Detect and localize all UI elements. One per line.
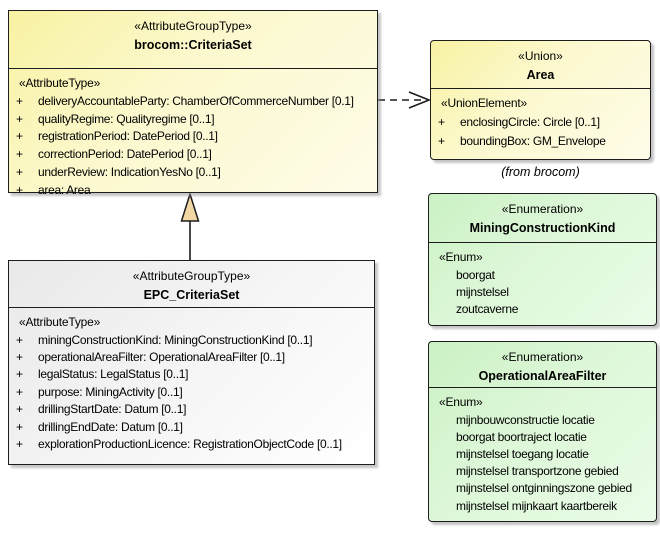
attribute-row: + underReview: IndicationYesNo [0..1]	[9, 163, 377, 181]
attribute-text: deliveryAccountableParty: ChamberOfComme…	[38, 93, 354, 108]
attribute-text: drillingStartDate: Datum [0..1]	[38, 402, 187, 417]
visibility-plus: +	[16, 350, 23, 365]
section-stereotype-label: «Enum»	[439, 395, 483, 409]
visibility-plus: +	[438, 114, 445, 129]
visibility-plus: +	[16, 147, 23, 162]
attribute-row: + purpose: MiningActivity [0..1]	[9, 383, 374, 400]
visibility-plus: +	[16, 419, 23, 434]
attribute-row: + deliveryAccountableParty: ChamberOfComm…	[9, 92, 377, 110]
attribute-row: + enclosingCircle: Circle [0..1]	[431, 112, 650, 131]
class-box-area-union: «Union» Area «UnionElement» + enclosingCi…	[430, 40, 651, 160]
attribute-text: purpose: MiningActivity [0..1]	[38, 384, 183, 399]
attribute-row: + operationalAreaFilter: OperationalAreaF…	[9, 348, 374, 365]
class-name: Area	[526, 68, 555, 82]
enum-literal: mijnstelsel ontginningszone gebied	[456, 481, 632, 496]
enumeration-header: «Enumeration» OperationalAreaFilter	[429, 342, 656, 388]
class-header: «AttributeGroupType» EPC_CriteriaSet	[9, 261, 374, 308]
enumeration-name: OperationalAreaFilter	[478, 369, 607, 383]
section-stereotype-label: «AttributeType»	[19, 76, 101, 90]
enum-literal: mijnstelsel mijnkaart kaartbereik	[456, 498, 617, 513]
attribute-text: registrationPeriod: DatePeriod [0..1]	[38, 129, 218, 144]
visibility-plus: +	[16, 384, 23, 399]
enum-compartment: «Enum» mijnbouwconstructie locatie boorg…	[429, 388, 656, 514]
attribute-row: + legalStatus: LegalStatus [0..1]	[9, 366, 374, 383]
section-stereotype-label: «AttributeType»	[19, 315, 101, 329]
attribute-row: + drillingStartDate: Datum [0..1]	[9, 401, 374, 418]
visibility-plus: +	[16, 437, 23, 452]
attribute-row: + boundingBox: GM_Envelope	[431, 131, 650, 150]
attribute-row: + area: Area	[9, 181, 377, 199]
class-name: brocom::CriteriaSet	[134, 38, 252, 52]
stereotype-label: «Union»	[518, 49, 563, 63]
stereotype-label: «Enumeration»	[501, 202, 584, 216]
attribute-text: boundingBox: GM_Envelope	[460, 133, 606, 148]
attribute-text: drillingEndDate: Datum [0..1]	[38, 419, 183, 434]
attribute-compartment: «AttributeType» + miningConstructionKind:…	[9, 308, 374, 453]
attribute-row: + correctionPeriod: DatePeriod [0..1]	[9, 145, 377, 163]
visibility-plus: +	[16, 182, 23, 197]
class-box-brocom-criteriaset: «AttributeGroupType» brocom::CriteriaSet…	[8, 10, 378, 197]
class-box-epc-criteriaset: «AttributeGroupType» EPC_CriteriaSet «At…	[8, 260, 375, 465]
enumeration-name: MiningConstructionKind	[469, 221, 616, 235]
class-header: «Union» Area	[431, 41, 650, 89]
enum-literal: boorgat	[456, 267, 495, 282]
visibility-plus: +	[16, 93, 23, 108]
enumeration-header: «Enumeration» MiningConstructionKind	[429, 194, 656, 243]
enum-literal: mijnstelsel transportzone gebied	[456, 464, 619, 479]
attribute-row: + drillingEndDate: Datum [0..1]	[9, 418, 374, 435]
attribute-row: + registrationPeriod: DatePeriod [0..1]	[9, 128, 377, 146]
stereotype-label: «Enumeration»	[501, 350, 584, 364]
attribute-compartment: «UnionElement» + enclosingCircle: Circle …	[431, 89, 650, 150]
attribute-compartment: «AttributeType» + deliveryAccountablePart…	[9, 69, 377, 199]
class-header: «AttributeGroupType» brocom::CriteriaSet	[9, 11, 377, 69]
enumeration-box-operationalareafilter: «Enumeration» OperationalAreaFilter «Enu…	[428, 341, 657, 522]
dependency-arrowhead-icon	[408, 91, 432, 109]
enum-literal: boorgat boortraject locatie	[456, 429, 587, 444]
visibility-plus: +	[16, 402, 23, 417]
stereotype-label: «AttributeGroupType»	[132, 269, 251, 283]
attribute-row: + miningConstructionKind: MiningConstruct…	[9, 331, 374, 348]
attribute-text: explorationProductionLicence: Registrati…	[38, 437, 342, 452]
attribute-text: legalStatus: LegalStatus [0..1]	[38, 367, 189, 382]
attribute-text: correctionPeriod: DatePeriod [0..1]	[38, 147, 212, 162]
visibility-plus: +	[16, 165, 23, 180]
enum-compartment: «Enum» boorgat mijnstelsel zoutcaverne	[429, 243, 656, 317]
attribute-text: miningConstructionKind: MiningConstructi…	[38, 332, 313, 347]
enumeration-box-miningconstructionkind: «Enumeration» MiningConstructionKind «En…	[428, 193, 657, 326]
attribute-text: area: Area	[38, 182, 91, 197]
visibility-plus: +	[16, 332, 23, 347]
stereotype-label: «AttributeGroupType»	[134, 19, 252, 33]
enum-literal: mijnstelsel toegang locatie	[456, 446, 589, 461]
attribute-text: enclosingCircle: Circle [0..1]	[460, 114, 600, 129]
visibility-plus: +	[16, 367, 23, 382]
section-stereotype-label: «UnionElement»	[441, 96, 527, 110]
attribute-text: qualityRegime: Qualityregime [0..1]	[38, 111, 215, 126]
visibility-plus: +	[16, 111, 23, 126]
attribute-row: + qualityRegime: Qualityregime [0..1]	[9, 110, 377, 128]
enum-literal: mijnstelsel	[456, 284, 509, 299]
section-stereotype-label: «Enum»	[439, 250, 483, 264]
origin-note: (from brocom)	[501, 165, 580, 179]
enum-literal: zoutcaverne	[456, 301, 519, 316]
attribute-row: + explorationProductionLicence: Registrat…	[9, 435, 374, 452]
enum-literal: mijnbouwconstructie locatie	[456, 412, 595, 427]
visibility-plus: +	[438, 133, 445, 148]
visibility-plus: +	[16, 129, 23, 144]
attribute-text: underReview: IndicationYesNo [0..1]	[38, 165, 221, 180]
attribute-text: operationalAreaFilter: OperationalAreaFi…	[38, 350, 285, 365]
class-name: EPC_CriteriaSet	[143, 288, 240, 302]
